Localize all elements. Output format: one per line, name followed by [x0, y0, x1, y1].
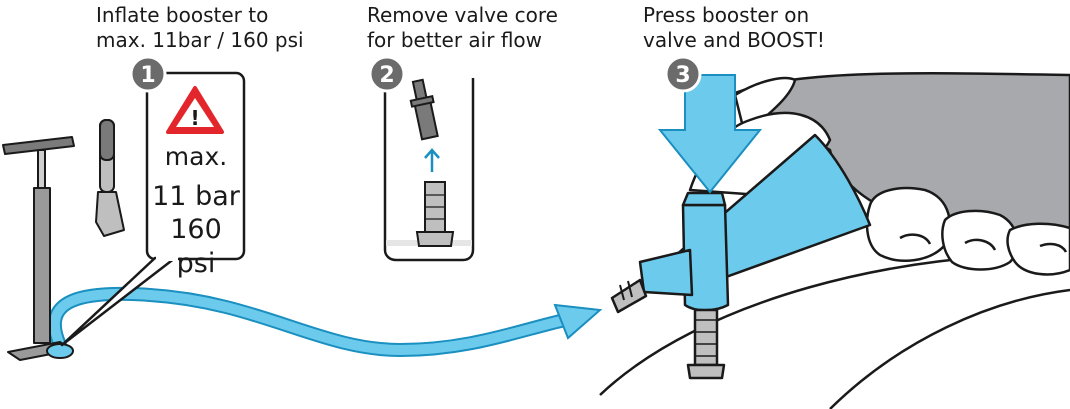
step-3-caption-line2: valve and BOOST! — [643, 28, 825, 52]
svg-text:1: 1 — [140, 63, 155, 88]
down-arrow-icon — [657, 74, 763, 194]
hand-illustration — [688, 72, 1070, 276]
floor-pump-illustration — [2, 119, 125, 361]
svg-text:3: 3 — [675, 63, 690, 88]
warning-exclamation: ! — [190, 106, 199, 130]
warning-psi-value: 160 psi — [170, 214, 222, 279]
step-3-caption-line1: Press booster on — [643, 3, 810, 27]
step-3-caption: Press booster on valve and BOOST! — [643, 3, 825, 53]
step-1-caption-line2: max. 11bar / 160 psi — [96, 28, 304, 52]
step-1-caption: Inflate booster to max. 11bar / 160 psi — [96, 3, 304, 53]
step-2-caption: Remove valve core for better air flow — [367, 3, 558, 53]
step-3-badge: 3 — [664, 55, 702, 93]
up-arrow-icon — [424, 148, 440, 172]
warning-max-label: max. — [164, 142, 228, 171]
svg-text:2: 2 — [379, 63, 394, 88]
step-2-caption-line1: Remove valve core — [367, 3, 558, 27]
hose-arrow-icon — [47, 286, 603, 358]
valve-core-box — [383, 78, 475, 262]
booster-illustration — [610, 133, 872, 380]
warning-bar-value: 11 bar — [152, 181, 240, 212]
step-1-badge: 1 — [129, 55, 167, 93]
step-1-caption-line1: Inflate booster to — [96, 3, 269, 27]
warning-triangle-icon: ! — [166, 86, 224, 134]
step-2-caption-line2: for better air flow — [367, 28, 543, 52]
warning-box — [60, 71, 246, 347]
step-2-badge: 2 — [368, 55, 406, 93]
